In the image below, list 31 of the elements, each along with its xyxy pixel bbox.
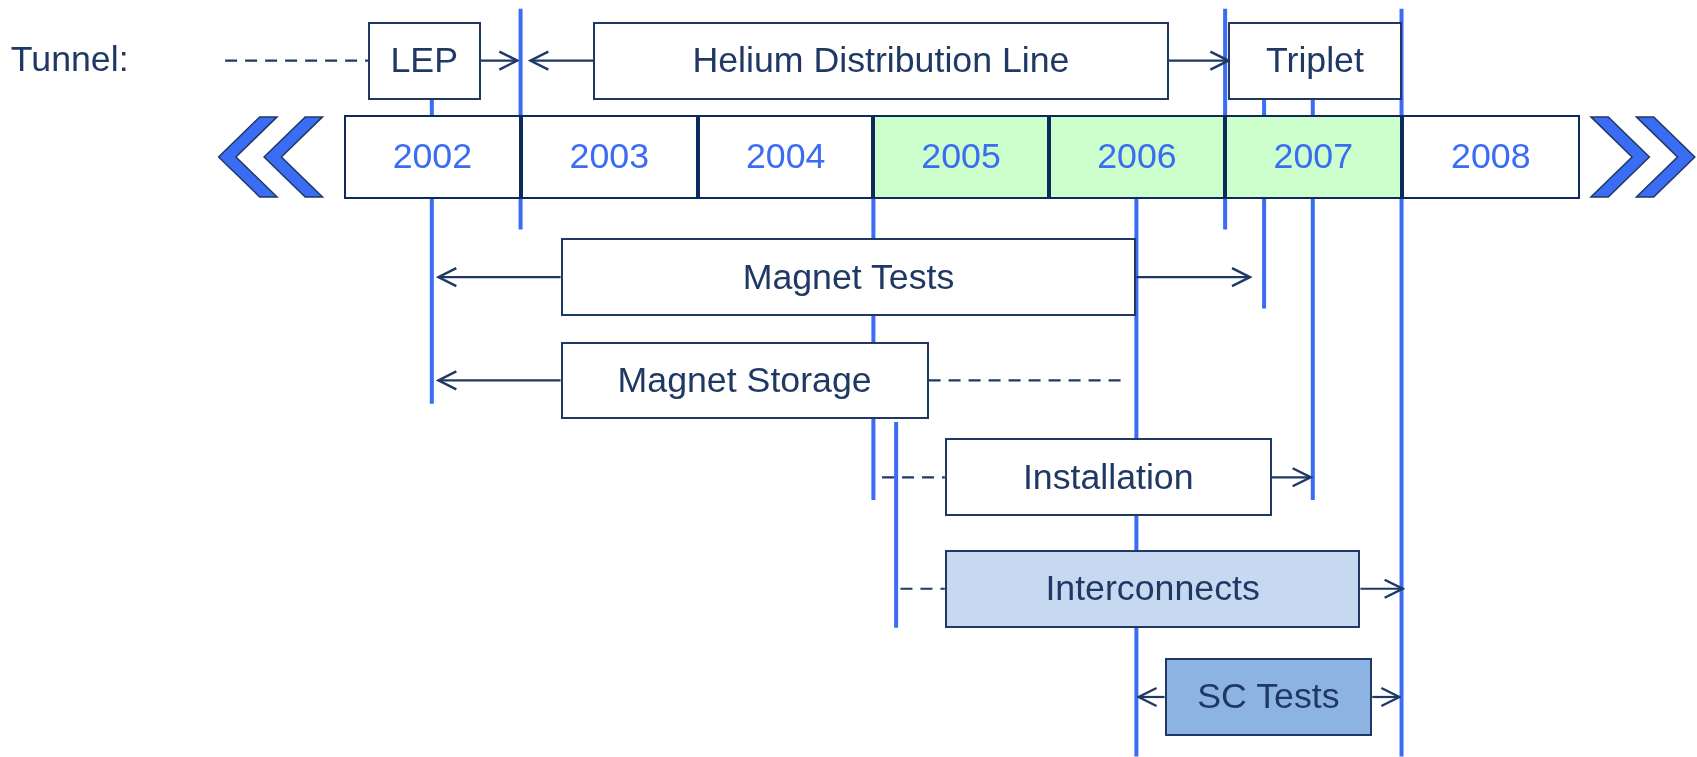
arrow — [1360, 578, 1404, 599]
timeline-bar — [344, 114, 1581, 200]
dashed-line — [928, 379, 1122, 382]
arrow — [1271, 467, 1312, 488]
year-cell: 2004 — [698, 114, 874, 200]
row-label: Tunnel: — [10, 37, 129, 81]
task-box: Installation — [944, 438, 1272, 517]
task-box: Helium Distribution Line — [593, 21, 1169, 100]
arrow — [480, 50, 519, 71]
arrow — [1168, 50, 1230, 71]
task-box: LEP — [367, 21, 481, 100]
arrow — [1137, 686, 1165, 708]
year-cell: 2002 — [344, 114, 521, 200]
dashed-line — [225, 59, 368, 62]
arrow — [1372, 686, 1401, 708]
year-cell: 2003 — [520, 114, 699, 200]
task-box: Magnet Storage — [560, 342, 929, 419]
arrow — [1136, 266, 1252, 288]
year-cell: 2007 — [1225, 114, 1402, 200]
year-cell: 2008 — [1401, 114, 1581, 200]
arrow — [529, 50, 594, 71]
dashed-line — [882, 476, 945, 479]
dashed-line — [900, 587, 945, 590]
arrow — [437, 370, 561, 391]
year-cell: 2006 — [1048, 114, 1226, 200]
task-box: SC Tests — [1164, 658, 1373, 736]
task-box: Triplet — [1228, 21, 1402, 100]
arrow — [437, 266, 561, 288]
year-cell: 2005 — [873, 114, 1049, 200]
task-box: Interconnects — [944, 549, 1361, 628]
task-box: Magnet Tests — [560, 238, 1137, 316]
